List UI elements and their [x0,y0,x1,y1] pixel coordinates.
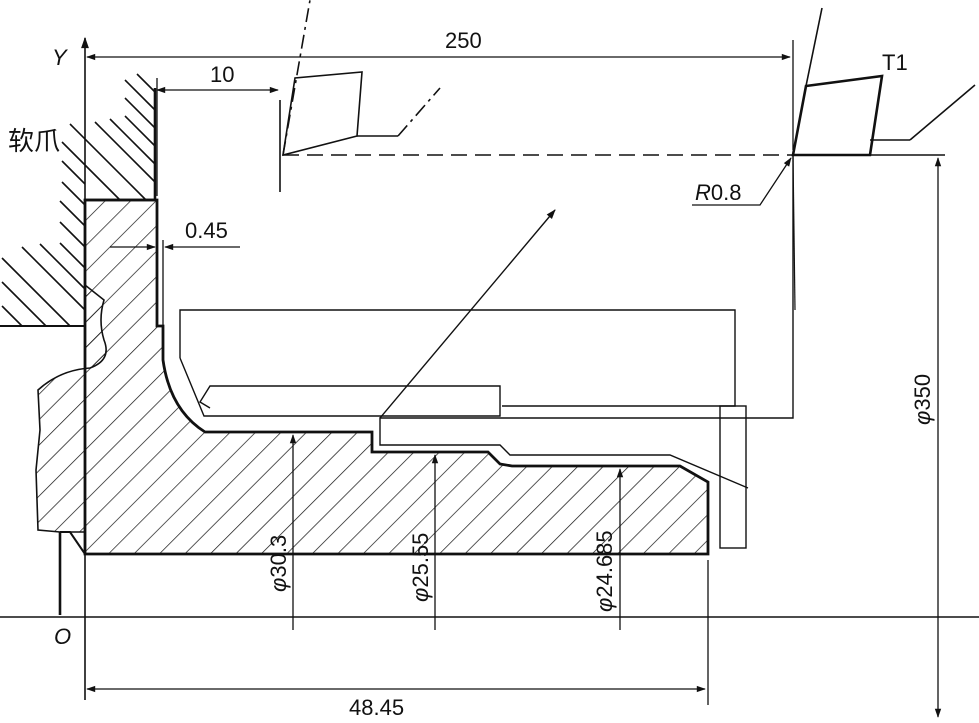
soft-jaw [0,73,157,615]
dia-350-label: φ350 [910,374,935,425]
workpiece-chamfer [60,531,86,555]
dim-045-label: 0.45 [185,218,228,243]
axes [0,36,979,700]
radius-label: R0.8 [695,180,741,205]
origin-label: O [54,624,71,649]
dim-10-label: 10 [210,62,234,87]
soft-jaw-label: 软爪 [8,126,60,156]
dia-303-label: φ30.3 [266,535,291,592]
axis-y-label: Y [52,45,68,70]
dim-4845-label: 48.45 [349,695,404,720]
dimensions [86,40,942,718]
dia-2555-label: φ25.55 [408,533,433,602]
jaw-hatch-ticks [1,73,156,327]
tool-label: T1 [882,50,908,75]
tool-ghost [279,0,441,192]
dia-24685-label: φ24.685 [592,530,617,612]
dim-250-label: 250 [445,28,482,53]
tool-path [179,155,794,549]
workpiece-section [83,198,710,556]
